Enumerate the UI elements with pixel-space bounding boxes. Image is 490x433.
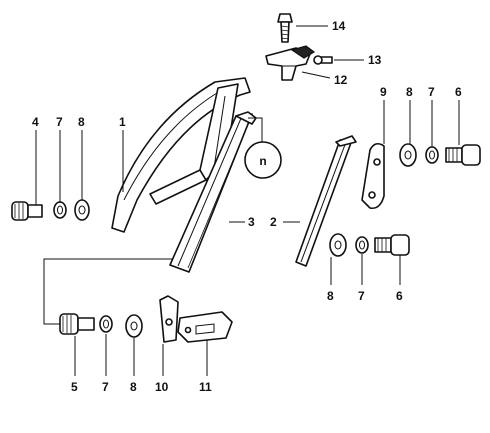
part-4-bolt bbox=[11, 201, 43, 221]
part-9-bracket-plate bbox=[361, 142, 385, 210]
callout-7-left: 7 bbox=[56, 115, 63, 129]
part-12-mount-bracket bbox=[265, 45, 316, 81]
callout-3: 3 bbox=[248, 215, 255, 229]
callout-8-left: 8 bbox=[78, 115, 85, 129]
inset-label: n bbox=[259, 154, 266, 168]
callout-8-bottom: 8 bbox=[130, 380, 137, 394]
part-3-guide-rail bbox=[169, 111, 257, 273]
callout-13: 13 bbox=[368, 53, 382, 67]
part-14-screw bbox=[277, 13, 293, 43]
part-8-washer-right-upper bbox=[399, 143, 417, 167]
callout-12: 12 bbox=[334, 73, 348, 87]
part-7-lock-washer-left bbox=[53, 201, 67, 219]
callout-9: 9 bbox=[380, 85, 387, 99]
part-10-clip bbox=[159, 295, 179, 343]
part-8-washer-bottom bbox=[125, 314, 143, 338]
callout-2: 2 bbox=[270, 215, 277, 229]
callout-11: 11 bbox=[199, 380, 212, 394]
part-6-bolt-lower bbox=[374, 234, 410, 256]
callout-8-right-upper: 8 bbox=[406, 85, 413, 99]
part-6-bolt-upper bbox=[445, 144, 481, 166]
callout-6-lower: 6 bbox=[396, 289, 403, 303]
part-2-right-rail bbox=[295, 135, 357, 267]
callout-5: 5 bbox=[71, 380, 78, 394]
part-7-lock-washer-right-upper bbox=[425, 146, 439, 164]
part-8-washer-right-lower bbox=[329, 233, 347, 257]
callout-1: 1 bbox=[119, 115, 126, 129]
part-7-lock-washer-right-lower bbox=[355, 236, 369, 254]
callout-7-right-upper: 7 bbox=[428, 85, 435, 99]
leader-lines bbox=[35, 25, 460, 376]
part-1-window-frame bbox=[111, 77, 251, 233]
part-13-pin bbox=[313, 55, 333, 65]
part-7-lock-washer-bottom bbox=[99, 315, 113, 333]
callout-10: 10 bbox=[155, 380, 169, 394]
callout-labels: 1 2 3 4 5 6 6 7 7 7 7 8 8 8 8 9 10 11 12… bbox=[32, 19, 462, 394]
detail-inset: n bbox=[244, 117, 282, 179]
callout-7-bottom: 7 bbox=[102, 380, 109, 394]
callout-6-upper: 6 bbox=[455, 85, 462, 99]
part-5-bolt bbox=[59, 313, 95, 335]
callout-14: 14 bbox=[332, 19, 346, 33]
part-8-washer-left bbox=[74, 199, 90, 221]
part-11-plate bbox=[177, 311, 233, 343]
callout-4: 4 bbox=[32, 115, 39, 129]
callout-7-right-lower: 7 bbox=[358, 289, 365, 303]
callout-8-right-lower: 8 bbox=[327, 289, 334, 303]
